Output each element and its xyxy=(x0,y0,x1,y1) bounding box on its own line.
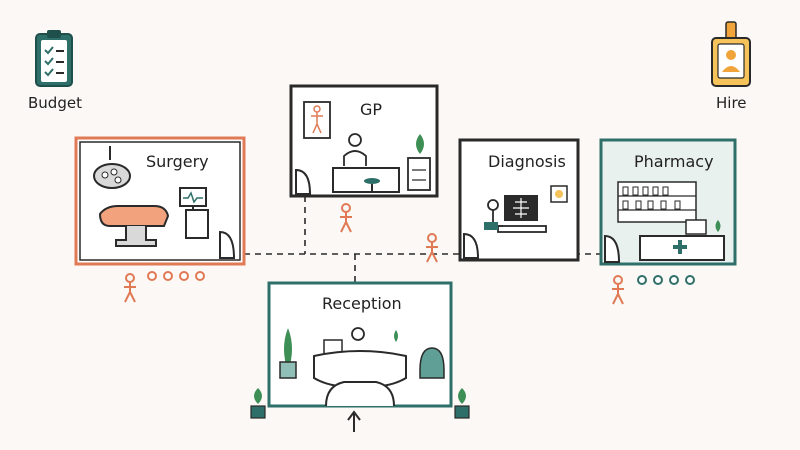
room-label-pharmacy: Pharmacy xyxy=(634,152,714,171)
room-label-diagnosis: Diagnosis xyxy=(488,152,566,171)
patient-icon xyxy=(340,203,352,233)
xray-monitor-icon xyxy=(484,185,568,233)
room-diagnosis[interactable] xyxy=(458,138,580,262)
room-pharmacy[interactable] xyxy=(599,138,737,266)
queue-surgery xyxy=(147,271,205,281)
room-reception[interactable] xyxy=(267,281,453,408)
plant-icon xyxy=(407,134,431,191)
budget-label[interactable]: Budget xyxy=(28,94,82,112)
door xyxy=(604,234,621,263)
id-badge-icon[interactable] xyxy=(711,21,751,87)
patient-paths xyxy=(244,196,600,282)
operating-table-icon xyxy=(98,205,170,247)
hire-label[interactable]: Hire xyxy=(716,94,747,112)
room-label-reception: Reception xyxy=(322,294,402,313)
clipboard-checklist-icon[interactable] xyxy=(35,30,73,87)
doctor-desk-icon xyxy=(332,133,400,193)
medicine-shelf-icon xyxy=(617,181,725,261)
reception-desk-icon xyxy=(279,327,445,407)
arrow-up-icon[interactable] xyxy=(347,410,361,432)
plant-icon xyxy=(250,388,266,419)
room-label-surgery: Surgery xyxy=(146,152,209,171)
patient-icon xyxy=(124,273,136,303)
patient-icon xyxy=(426,233,438,263)
patient-icon xyxy=(612,275,624,305)
queue-pharmacy xyxy=(637,275,695,285)
door xyxy=(463,232,480,259)
patients xyxy=(124,203,624,305)
surgical-lamp-icon xyxy=(93,146,131,189)
room-label-gp: GP xyxy=(360,100,383,119)
door xyxy=(219,230,236,259)
door xyxy=(295,168,312,195)
room-gp[interactable] xyxy=(289,84,439,198)
heart-monitor-icon xyxy=(179,187,209,239)
plant-icon xyxy=(454,388,470,419)
room-surgery[interactable] xyxy=(74,136,246,266)
anatomy-poster-icon xyxy=(303,101,331,139)
